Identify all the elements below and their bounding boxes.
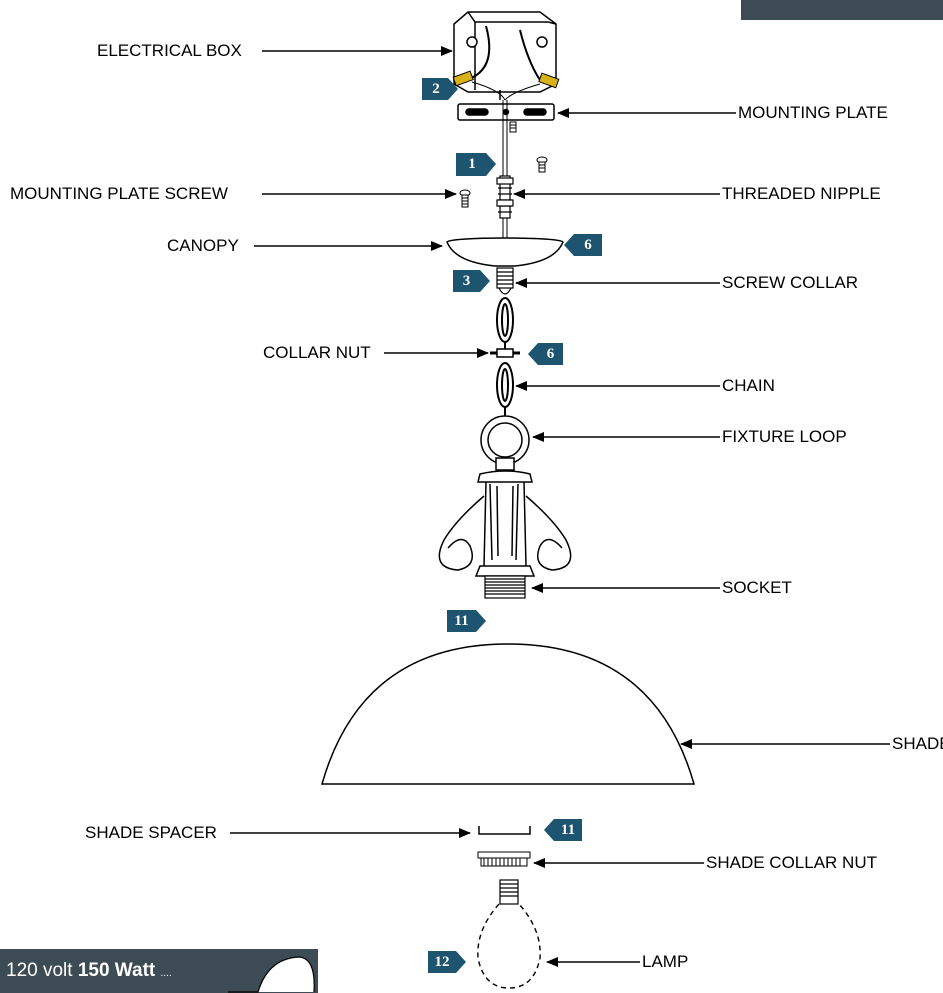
label-mounting-plate-screw: MOUNTING PLATE SCREW — [10, 184, 228, 203]
mounting-plate-screw-right — [536, 156, 548, 173]
label-shade-collar-nut: SHADE COLLAR NUT — [706, 853, 877, 872]
label-shade: SHADE — [892, 734, 943, 753]
step-badge-12 — [428, 951, 466, 973]
step-badge-11-socket-text: 11 — [454, 613, 469, 629]
label-mounting-plate: MOUNTING PLATE — [738, 103, 888, 122]
chain — [496, 297, 514, 420]
label-lamp: LAMP — [642, 952, 689, 971]
label-canopy: CANOPY — [167, 236, 239, 255]
step-badge-6-canopy — [564, 234, 602, 256]
lamp-bulb — [477, 879, 541, 989]
step-badge-11-spacer — [544, 819, 582, 841]
fixture-body — [438, 457, 572, 577]
label-shade-spacer: SHADE SPACER — [85, 823, 217, 842]
label-electrical-box: ELECTRICAL BOX — [97, 41, 242, 60]
spec-wattage: 150 Watt — [77, 960, 156, 981]
label-threaded-nipple: THREADED NIPPLE — [722, 184, 881, 203]
label-fixture-loop: FIXTURE LOOP — [722, 427, 847, 446]
step-badge-1-text: 1 — [468, 156, 476, 172]
electrical-box — [453, 11, 557, 100]
plate-center-screw — [509, 121, 517, 133]
label-socket: SOCKET — [722, 578, 792, 597]
header-tab — [741, 0, 943, 20]
step-badge-12-text: 12 — [434, 954, 450, 970]
shade-collar-nut — [477, 851, 531, 867]
step-badge-2 — [422, 78, 458, 100]
mounting-plate-screw-left — [459, 189, 471, 208]
step-badge-1 — [456, 153, 496, 176]
spec-dots: .... — [160, 968, 172, 979]
canopy — [446, 237, 564, 267]
step-badge-3 — [453, 270, 490, 292]
step-badge-3-text: 3 — [462, 273, 471, 289]
step-badge-6-canopy-text: 6 — [584, 237, 592, 253]
spec-bulb-outline — [228, 956, 315, 993]
screw-collar — [496, 267, 514, 295]
lead-wires — [502, 100, 508, 240]
label-chain: CHAIN — [722, 376, 775, 395]
threaded-nipple — [496, 175, 514, 219]
wire-nuts — [452, 70, 560, 101]
leader-lines — [230, 46, 890, 967]
fixture-loop — [480, 415, 530, 470]
shade-spacer — [478, 826, 531, 835]
step-badges — [422, 78, 602, 973]
spec-voltage: 120 volt — [6, 960, 73, 981]
socket — [484, 575, 526, 599]
step-badge-11-spacer-text: 11 — [560, 822, 576, 838]
label-screw-collar: SCREW COLLAR — [722, 273, 859, 292]
step-badge-6-collar-text: 6 — [546, 346, 555, 362]
mounting-plate — [457, 103, 555, 121]
step-badge-2-text: 2 — [432, 81, 440, 97]
collar-nut — [490, 348, 520, 358]
shade — [321, 643, 695, 785]
step-badge-11-socket — [447, 610, 486, 632]
step-badge-6-collar — [528, 343, 563, 365]
label-collar-nut: COLLAR NUT — [263, 343, 371, 362]
